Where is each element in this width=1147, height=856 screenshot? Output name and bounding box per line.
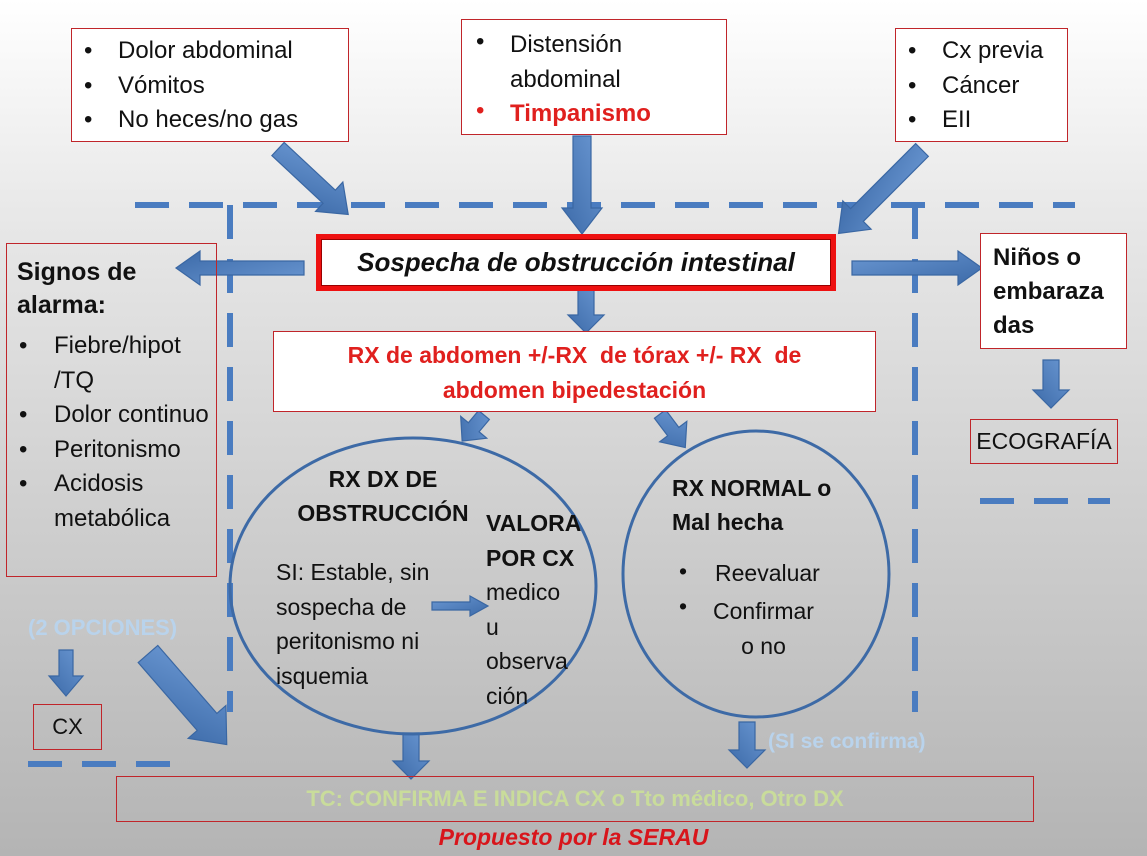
right-circle-title: RX NORMAL o Mal hecha (672, 475, 832, 535)
right-circle-confirmar: Confirmar o no (713, 598, 814, 659)
ecografia-label: ECOGRAFÍA (976, 428, 1112, 454)
arrow-left-circle-to-tc (391, 732, 431, 780)
symptoms-list: Dolor abdominal Vómitos No heces/no gas (72, 34, 348, 138)
arrow-options-diagonal (137, 644, 228, 746)
cx-box: CX (33, 704, 102, 750)
exam-box: • Distensión abdominal • Timpanismo (461, 19, 727, 135)
arrow-exam-to-main (560, 135, 604, 235)
left-circle-stable-text: SI: Estable, sin sospecha de peritonismo… (276, 559, 430, 689)
dashed-frame (28, 202, 1110, 767)
kids-pregnant-label: Niños o embaraza das (993, 244, 1104, 339)
symptoms-box: Dolor abdominal Vómitos No heces/no gas (71, 28, 349, 142)
ecografia-box: ECOGRAFÍA (970, 419, 1118, 464)
rx-box-line2: abdomen bipedestación (442, 377, 707, 403)
left-circle (228, 436, 598, 736)
cx-label: CX (52, 714, 83, 739)
exam-item-timpanismo: Timpanismo (510, 100, 651, 127)
arrow-main-to-rx (566, 286, 606, 334)
main-suspicion-title: Sospecha de obstrucción intestinal (357, 247, 795, 277)
exam-item-distension: Distensión abdominal (510, 31, 623, 93)
history-box: Cx previa Cáncer EII (895, 28, 1068, 142)
rx-box-line1: RX de abdomen +/-RX de tórax +/- RX de (347, 342, 802, 368)
arrow-rx-to-left-circle (460, 409, 491, 442)
footer-credit: Propuesto por la SERAU (438, 824, 709, 850)
history-item: Cx previa (896, 34, 1067, 69)
arrow-kids-to-eco (1031, 359, 1071, 409)
alarm-item: Peritonismo (7, 433, 212, 468)
symptom-item: Dolor abdominal (72, 34, 348, 69)
left-circle-valora: VALORA POR CX (486, 510, 582, 571)
two-options-label: (2 OPCIONES) (28, 615, 178, 640)
alarm-item: Dolor continuo (7, 398, 212, 433)
arrow-main-to-kids (851, 249, 984, 287)
kids-pregnant-box: Niños o embaraza das (980, 233, 1127, 349)
arrow-symptoms-to-main (271, 141, 349, 216)
right-circle (621, 429, 891, 719)
alarm-list: Fiebre/hipot /TQ Dolor continuo Peritoni… (7, 329, 212, 536)
tc-text: TC: CONFIRMA E INDICA CX o Tto médico, O… (306, 786, 844, 811)
arrow-history-to-main (837, 142, 930, 235)
history-list: Cx previa Cáncer EII (896, 34, 1067, 138)
arrow-main-to-alarm (174, 249, 305, 287)
history-item: EII (896, 103, 1067, 138)
alarm-item: Acidosis metabólica (7, 467, 212, 536)
arrow-options-to-cx (47, 649, 85, 697)
main-suspicion-box: Sospecha de obstrucción intestinal (316, 234, 836, 291)
history-item: Cáncer (896, 69, 1067, 104)
tc-box: TC: CONFIRMA E INDICA CX o Tto médico, O… (116, 776, 1034, 822)
alarm-title: Signos de alarma: (17, 258, 137, 319)
arrow-right-circle-to-tc (727, 721, 767, 769)
arrow-stable-to-valora (431, 594, 490, 618)
symptom-item: No heces/no gas (72, 103, 348, 138)
symptom-item: Vómitos (72, 69, 348, 104)
left-circle-title: RX DX DE OBSTRUCCIÓN (297, 466, 469, 526)
alarm-box: Signos de alarma: Fiebre/hipot /TQ Dolor… (6, 243, 217, 577)
arrow-rx-to-right-circle (653, 408, 688, 449)
left-circle-medico: medico u observa ción (486, 579, 568, 709)
si-confirma-label: (SI se confirma) (768, 730, 926, 753)
rx-box: RX de abdomen +/-RX de tórax +/- RX de a… (273, 331, 876, 412)
alarm-item: Fiebre/hipot /TQ (7, 329, 212, 398)
right-circle-reevaluar: Reevaluar (715, 560, 820, 586)
